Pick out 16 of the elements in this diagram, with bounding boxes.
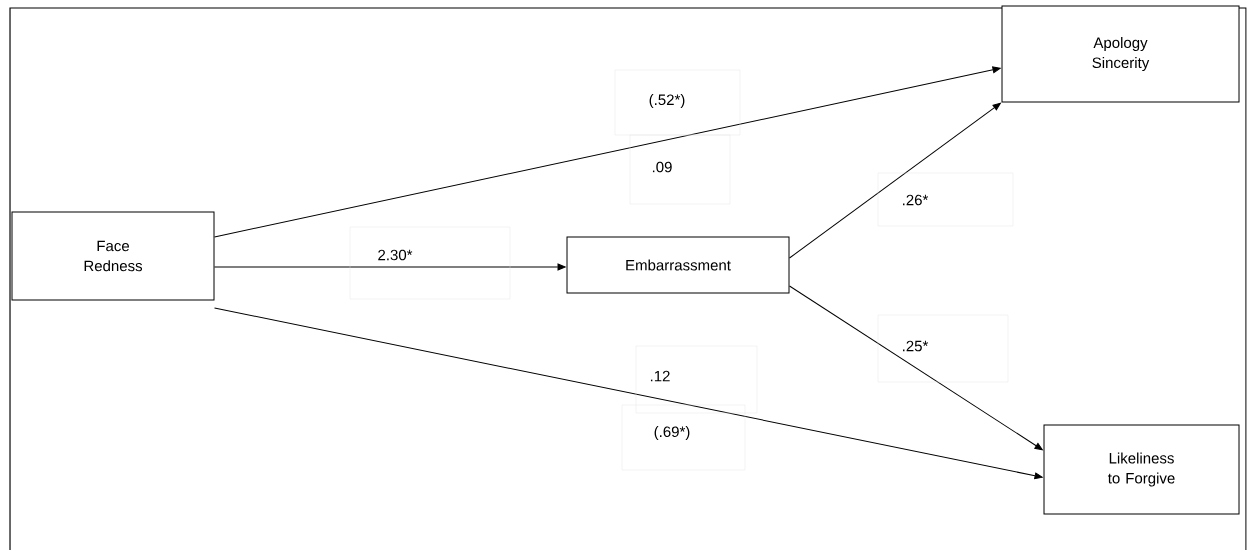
arrow	[789, 285, 1043, 451]
variable-box: Face Redness	[11, 211, 215, 301]
coefficient-label: (.52*)	[614, 69, 741, 136]
edge-label: .12	[635, 345, 758, 414]
edge-label: .09	[629, 134, 731, 205]
coefficient-label: (.69*)	[621, 404, 746, 471]
arrow	[214, 263, 566, 271]
arrow	[214, 66, 1001, 238]
variable-box: Embarrassment	[566, 236, 790, 294]
edge-label: 2.30*	[349, 226, 511, 300]
arrow	[789, 102, 1001, 259]
edge-label: .26*	[877, 172, 1014, 227]
edge-label: .25*	[877, 314, 1009, 383]
arrow	[214, 307, 1043, 480]
variable-box: Apology Sincerity	[1001, 5, 1240, 103]
variable-box: Likeliness to Forgive	[1043, 424, 1240, 515]
